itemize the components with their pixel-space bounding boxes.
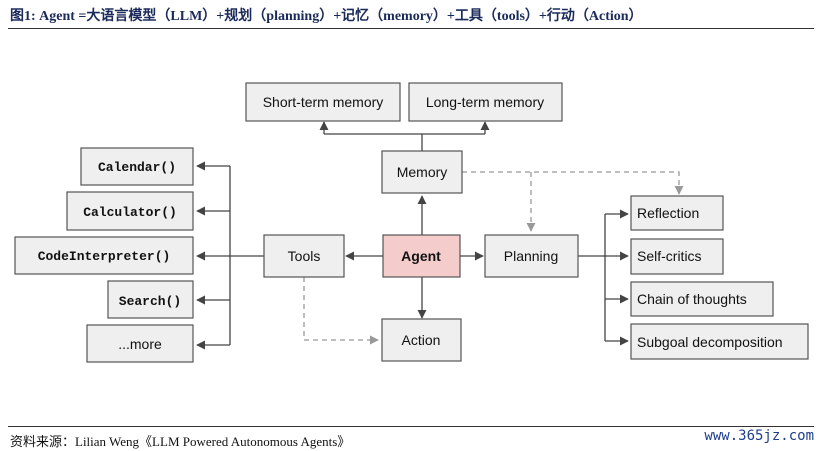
action-node: Action <box>381 318 462 362</box>
planning-item-label: Reflection <box>637 205 699 221</box>
top-divider <box>8 28 814 29</box>
watermark: www.365jz.com <box>704 428 814 444</box>
planning-item-reflection: Reflection <box>630 195 724 231</box>
tool-item-label: CodeInterpreter() <box>38 249 171 264</box>
tools-label: Tools <box>288 248 321 264</box>
long-term-memory-label: Long-term memory <box>426 94 544 110</box>
connectors <box>196 121 684 350</box>
tool-item-label: Calculator() <box>83 205 177 220</box>
memory-node: Memory <box>381 150 463 194</box>
tool-item-label: Search() <box>119 294 181 309</box>
long-term-memory-node: Long-term memory <box>408 82 563 122</box>
planning-label: Planning <box>504 248 559 264</box>
page-title: 图1: Agent =大语言模型（LLM）+规划（planning）+记忆（me… <box>10 9 643 24</box>
short-term-memory-node: Short-term memory <box>245 82 401 122</box>
tools-node: Tools <box>263 234 345 278</box>
tool-item-label: ...more <box>118 336 162 352</box>
planning-item-subgoal-decomposition: Subgoal decomposition <box>630 323 809 360</box>
source-note: 资料来源：Lilian Weng《LLM Powered Autonomous … <box>10 434 351 449</box>
planning-item-chain-of-thoughts: Chain of thoughts <box>630 281 774 317</box>
short-term-memory-label: Short-term memory <box>263 94 384 110</box>
memory-label: Memory <box>397 164 448 180</box>
planning-item-self-critics: Self-critics <box>630 238 724 275</box>
planning-item-label: Subgoal decomposition <box>637 334 783 350</box>
agent-node: Agent <box>382 234 461 278</box>
tool-item-search: Search() <box>107 280 194 319</box>
action-label: Action <box>402 332 441 348</box>
planning-item-label: Chain of thoughts <box>637 291 747 307</box>
tool-item-label: Calendar() <box>98 160 176 175</box>
planning-item-label: Self-critics <box>637 248 702 264</box>
tool-item-calculator: Calculator() <box>66 191 194 231</box>
bottom-divider <box>8 426 814 427</box>
tool-item-more: ...more <box>86 324 194 363</box>
agent-label: Agent <box>401 248 441 264</box>
planning-node: Planning <box>484 234 579 278</box>
tool-item-codeinterpreter: CodeInterpreter() <box>14 236 194 275</box>
tool-item-calendar: Calendar() <box>80 147 194 186</box>
